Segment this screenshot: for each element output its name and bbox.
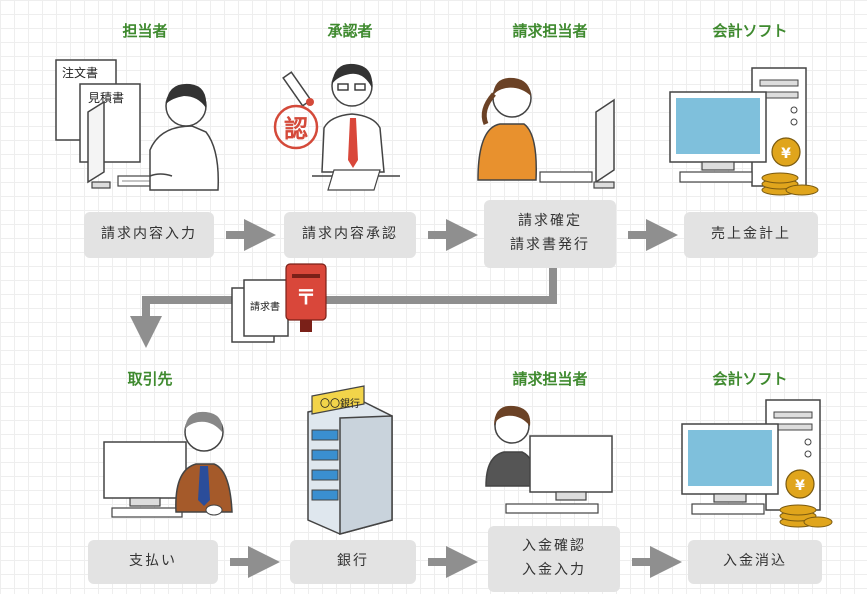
step-line1: 請求確定 — [518, 213, 582, 230]
bank-building-icon: 〇〇銀行 — [307, 385, 393, 535]
person-female — [477, 77, 537, 181]
step-nyuukin-kakunin: 入金確認 入金入力 — [488, 526, 620, 592]
keyboard-icon-2 — [539, 171, 593, 183]
monitor-icon-3 — [669, 91, 767, 171]
person-male — [149, 83, 219, 191]
step-shiharai: 支払い — [88, 540, 218, 584]
torihikisaki-illustration — [103, 411, 233, 518]
keyboard-icon-6 — [691, 503, 765, 515]
keyboard-icon-5 — [505, 503, 599, 514]
step-nyuukin-keshikomi: 入金消込 — [688, 540, 822, 584]
bank-sign-text: 〇〇銀行 — [320, 397, 360, 410]
step-line2: 入金入力 — [522, 562, 586, 578]
step-seikyu-naiyou-shounin: 請求内容承認 — [284, 212, 416, 258]
monitor-icon-4 — [103, 441, 187, 507]
doc-order-text: 注文書 — [62, 65, 98, 80]
step-line1: 入金確認 — [522, 538, 586, 555]
doc-estimate-text: 見積書 — [88, 90, 124, 105]
keyboard-icon-3 — [679, 171, 753, 183]
person-approver — [312, 63, 400, 191]
yen-mark-2: ¥ — [795, 478, 805, 494]
seikyu-tantousha-illustration-2 — [485, 405, 613, 514]
role-label-kaikei-software: 会計ソフト — [712, 22, 788, 40]
step-line1: 売上金計上 — [711, 226, 791, 243]
stamp-icon: 認 — [273, 104, 319, 150]
pen-icon — [282, 71, 314, 107]
monitor-icon-6 — [681, 423, 779, 503]
step-seikyu-naiyou-nyuuryoku: 請求内容入力 — [84, 212, 214, 258]
role-label-shouninsha: 承認者 — [327, 22, 373, 40]
mailbox-icon: 〒 — [285, 263, 327, 332]
monitor-icon-2 — [593, 98, 615, 189]
invoice-mail-illustration: 請求書 〒 — [231, 263, 327, 343]
monitor-icon-5 — [529, 435, 613, 501]
step-line1: 支払い — [129, 553, 177, 570]
yen-mark: ¥ — [781, 146, 791, 162]
stamp-char: 認 — [284, 115, 308, 143]
role-label-seikyu-tantousha: 請求担当者 — [512, 22, 588, 40]
monitor-icon — [87, 100, 111, 189]
keyboard-icon-4 — [111, 507, 183, 518]
step-line1: 銀行 — [337, 553, 369, 570]
step-seikyu-kakutei: 請求確定 請求書発行 — [484, 200, 616, 268]
kaikei-software-illustration: ¥ — [669, 67, 819, 196]
invoice-doc-text: 請求書 — [250, 300, 280, 313]
step-ginkou: 銀行 — [290, 540, 416, 584]
role-label-kaikei-software-2: 会計ソフト — [712, 370, 788, 388]
shouninsha-illustration: 認 — [273, 63, 400, 191]
step-line1: 入金消込 — [723, 553, 787, 570]
person-client — [175, 411, 233, 516]
step-line2: 請求書発行 — [510, 237, 590, 253]
kaikei-software-illustration-2: ¥ — [681, 399, 833, 528]
role-label-torihikisaki: 取引先 — [127, 370, 173, 388]
coin-stack-icon-2: ¥ — [779, 469, 833, 528]
arrow-return-to-client — [130, 268, 557, 348]
step-uriage-keijou: 売上金計上 — [684, 212, 818, 258]
step-line1: 請求内容入力 — [101, 226, 197, 243]
step-line1: 請求内容承認 — [302, 226, 398, 243]
seikyu-tantousha-illustration — [477, 77, 615, 189]
role-label-tantousha: 担当者 — [122, 22, 168, 40]
mailbox-mark: 〒 — [296, 285, 316, 309]
tantousha-illustration: 注文書 見積書 — [55, 59, 219, 191]
role-label-seikyu-tantousha-2: 請求担当者 — [512, 370, 588, 388]
person-female-2 — [485, 405, 537, 487]
coin-stack-icon: ¥ — [761, 137, 819, 196]
